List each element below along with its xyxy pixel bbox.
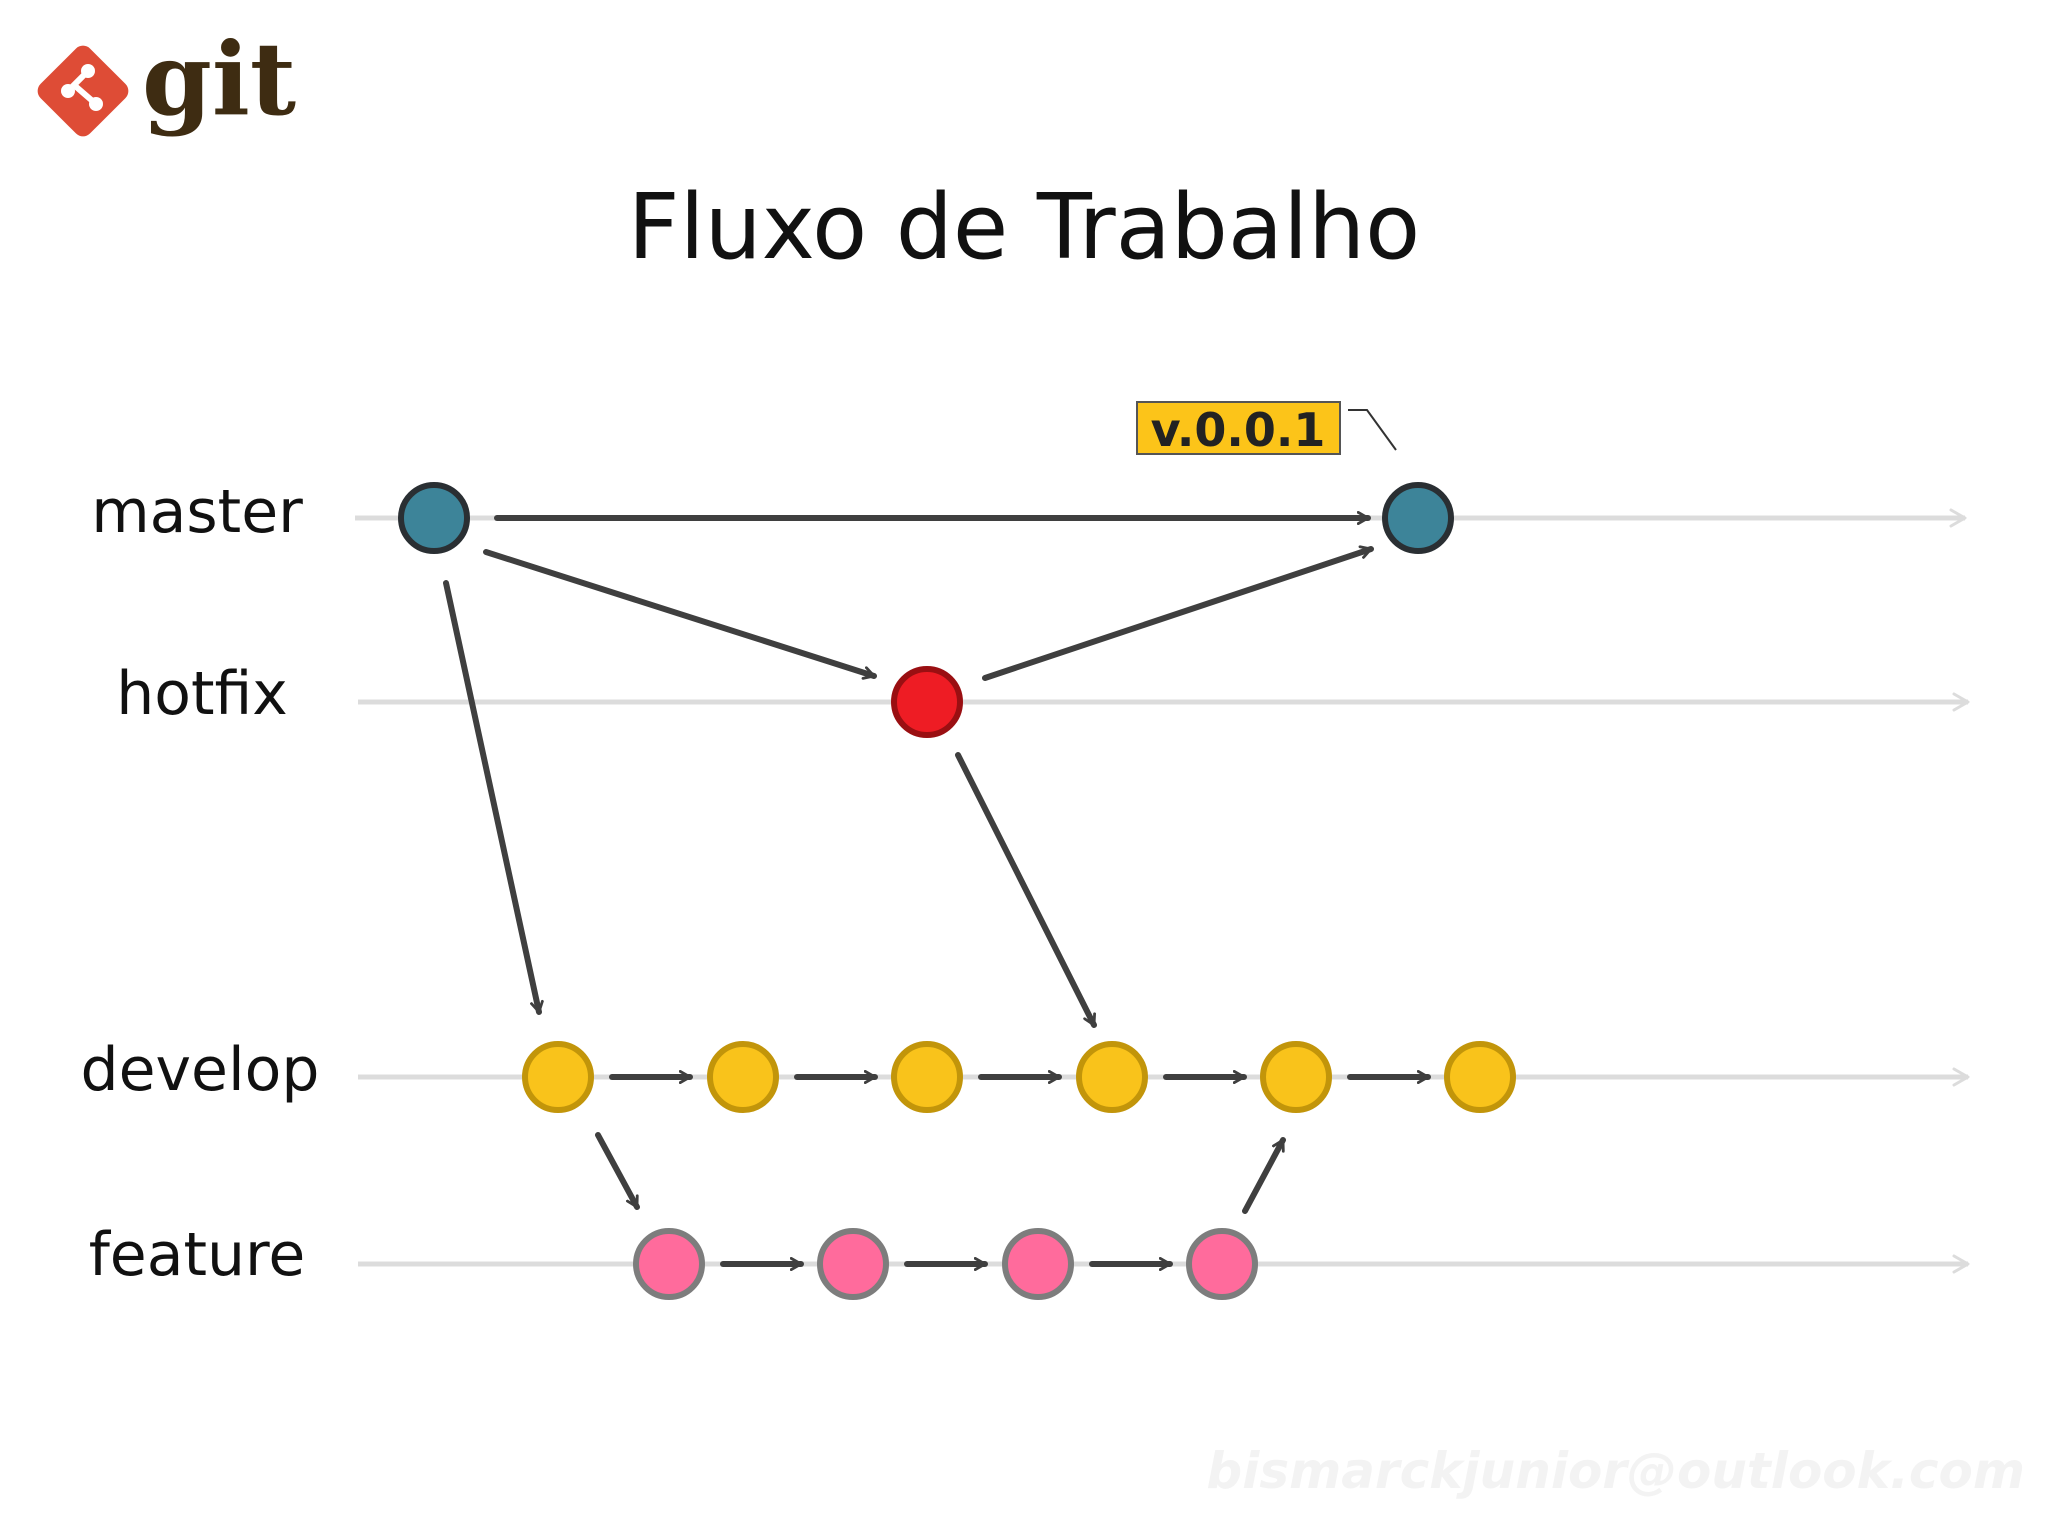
version-tag: v.0.0.1 — [1136, 401, 1397, 457]
arrow-master-to-hotfix — [483, 549, 877, 680]
branch-label-develop: develop — [81, 1035, 320, 1105]
watermark: bismarckjunior@outlook.com — [1206, 1442, 2025, 1500]
commit-master-1 — [398, 482, 470, 554]
commit-feature-1 — [633, 1228, 705, 1300]
commit-develop-2 — [707, 1041, 779, 1113]
branch-label-master: master — [91, 477, 303, 547]
arrow-master-to-develop — [443, 580, 544, 1015]
commit-develop-1 — [522, 1041, 594, 1113]
flow-arrows — [443, 511, 1431, 1271]
commit-feature-3 — [1002, 1228, 1074, 1300]
version-tag-callout — [1348, 409, 1397, 451]
commit-develop-4 — [1076, 1041, 1148, 1113]
commit-develop-6 — [1444, 1041, 1516, 1113]
lane-lines — [355, 508, 1970, 1274]
version-tag-label: v.0.0.1 — [1151, 403, 1326, 457]
git-logo: git — [37, 20, 296, 138]
arrow-develop-to-feature — [595, 1132, 640, 1210]
git-wordmark: git — [142, 20, 296, 138]
commit-hotfix-1 — [891, 666, 963, 738]
commit-feature-4 — [1186, 1228, 1258, 1300]
commit-master-2 — [1382, 482, 1454, 554]
arrow-hotfix-to-develop — [955, 752, 1097, 1028]
commit-nodes — [398, 482, 1516, 1300]
branch-label-feature: feature — [89, 1220, 306, 1290]
arrow-hotfix-to-master — [982, 545, 1374, 681]
version-tag-box — [1136, 401, 1341, 455]
git-branch-diamond-icon — [37, 45, 129, 137]
commit-feature-2 — [817, 1228, 889, 1300]
branch-label-hotfix: hotfix — [116, 659, 288, 729]
arrow-feature-to-develop — [1242, 1137, 1286, 1214]
commit-develop-3 — [891, 1041, 963, 1113]
page-title: Fluxo de Trabalho — [628, 175, 1420, 280]
commit-develop-5 — [1260, 1041, 1332, 1113]
